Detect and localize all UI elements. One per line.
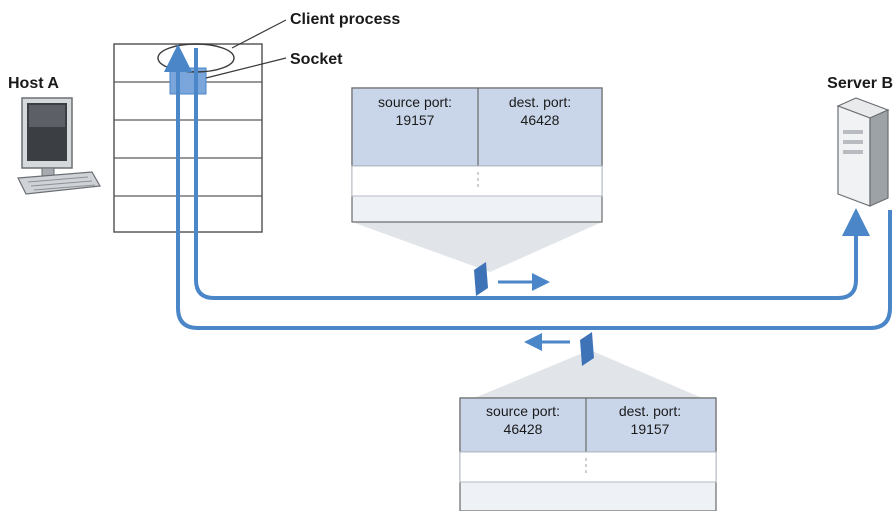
client-process-label: Client process bbox=[290, 11, 400, 28]
socket-label: Socket bbox=[290, 51, 343, 68]
incoming-segment: source port: 46428 dest. port: 19157 bbox=[459, 397, 717, 511]
incoming-link-arrow bbox=[164, 44, 892, 330]
incoming-dest-port-value: 19157 bbox=[631, 421, 670, 437]
outgoing-dest-port-value: 46428 bbox=[521, 112, 560, 128]
client-process-leader bbox=[231, 19, 287, 49]
outgoing-source-port-label: source port: bbox=[378, 94, 452, 110]
server-b-label: Server B bbox=[827, 75, 893, 92]
host-a-computer-icon bbox=[17, 97, 101, 195]
incoming-dest-port-label: dest. port: bbox=[619, 403, 681, 419]
server-b-tower-icon bbox=[836, 97, 890, 207]
outgoing-segment-cone bbox=[352, 222, 602, 272]
socket-leader bbox=[205, 57, 287, 79]
outgoing-segment: source port: 19157 dest. port: 46428 bbox=[351, 87, 603, 223]
outgoing-packet-icon bbox=[474, 262, 488, 296]
incoming-packet-icon bbox=[580, 332, 594, 366]
outgoing-link-arrow bbox=[194, 48, 870, 300]
host-a-label: Host A bbox=[8, 75, 59, 92]
outgoing-dest-port-label: dest. port: bbox=[509, 94, 571, 110]
incoming-source-port-value: 46428 bbox=[504, 421, 543, 437]
incoming-source-port-label: source port: bbox=[486, 403, 560, 419]
outgoing-source-port-value: 19157 bbox=[396, 112, 435, 128]
incoming-segment-cone bbox=[460, 350, 716, 404]
